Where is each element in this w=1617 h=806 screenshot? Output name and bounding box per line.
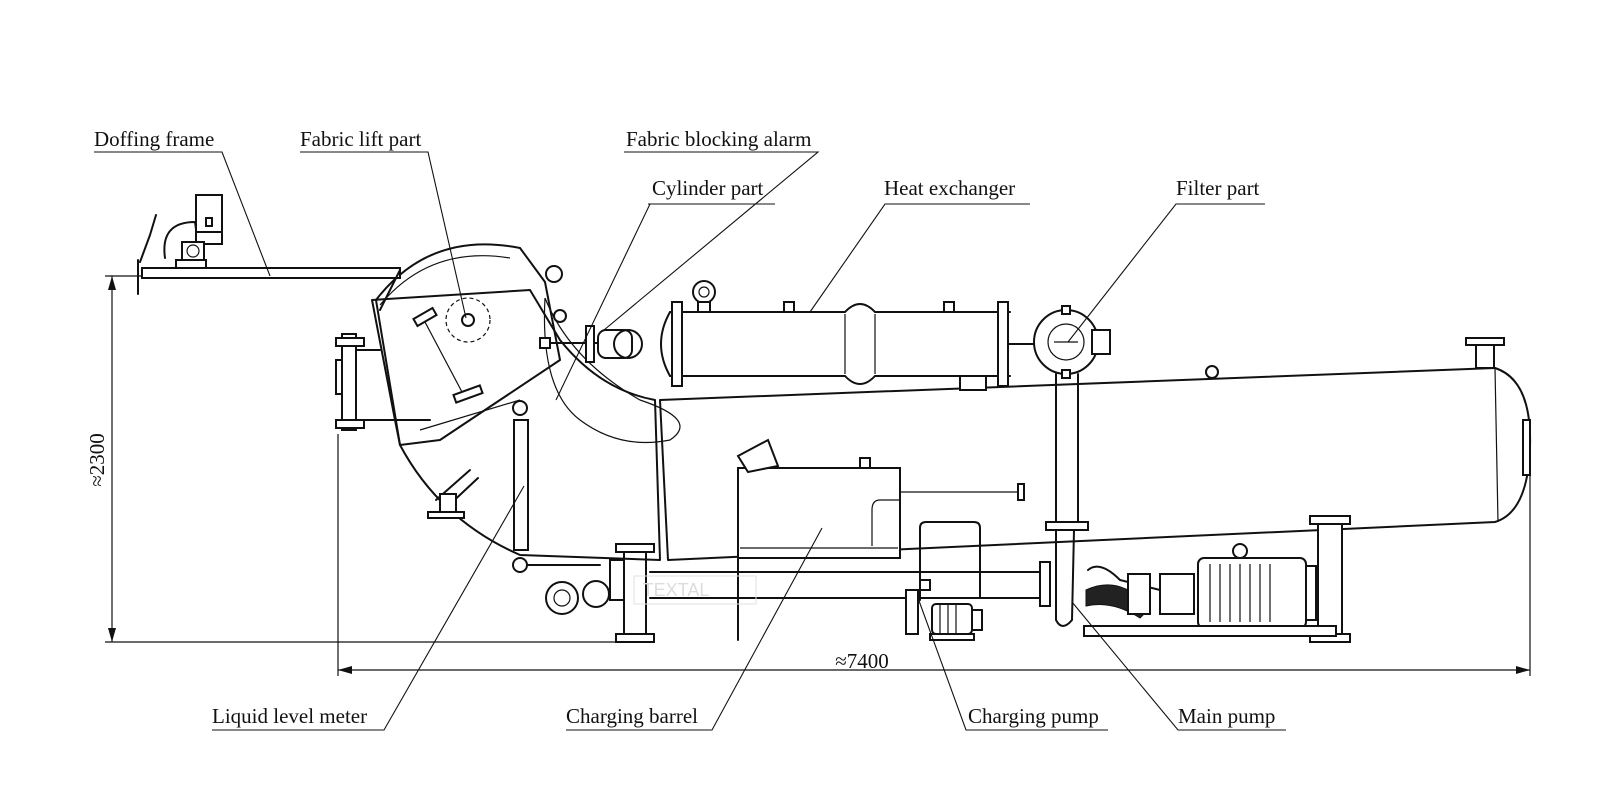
- fabric-lift-part: [335, 243, 567, 519]
- filter-part: [1033, 305, 1111, 531]
- label-charging-pump: Charging pump: [968, 704, 1099, 728]
- dimension-height: ≈2300: [85, 275, 628, 643]
- doffing-frame: [137, 194, 401, 311]
- cylinder-part: [371, 289, 681, 561]
- label-filter-part: Filter part: [1176, 176, 1260, 200]
- labels: Doffing frame Fabric lift part Fabric bl…: [94, 127, 1275, 728]
- charging-pump: [905, 521, 983, 641]
- label-liquid-level-meter: Liquid level meter: [212, 704, 367, 728]
- watermark: TEXTAL: [643, 580, 710, 600]
- main-pump: [1083, 543, 1337, 637]
- label-doffing-frame: Doffing frame: [94, 127, 214, 151]
- label-cylinder-part: Cylinder part: [652, 176, 764, 200]
- dimension-length-label: ≈7400: [835, 649, 889, 673]
- dimension-length: ≈7400: [337, 434, 1531, 676]
- leader-lines: [94, 151, 1286, 731]
- label-fabric-lift-part: Fabric lift part: [300, 127, 421, 151]
- bottom-piping: [545, 529, 1075, 627]
- fabric-blocking-alarm: [539, 325, 643, 363]
- liquid-level-meter: [512, 400, 601, 573]
- charging-barrel: [736, 438, 1025, 641]
- label-main-pump: Main pump: [1178, 704, 1275, 728]
- label-heat-exchanger: Heat exchanger: [884, 176, 1015, 200]
- label-fabric-blocking-alarm: Fabric blocking alarm: [626, 127, 811, 151]
- heat-exchanger: [660, 280, 1041, 391]
- dimension-height-label: ≈2300: [85, 433, 109, 487]
- label-charging-barrel: Charging barrel: [566, 704, 698, 728]
- main-tank: [615, 337, 1532, 643]
